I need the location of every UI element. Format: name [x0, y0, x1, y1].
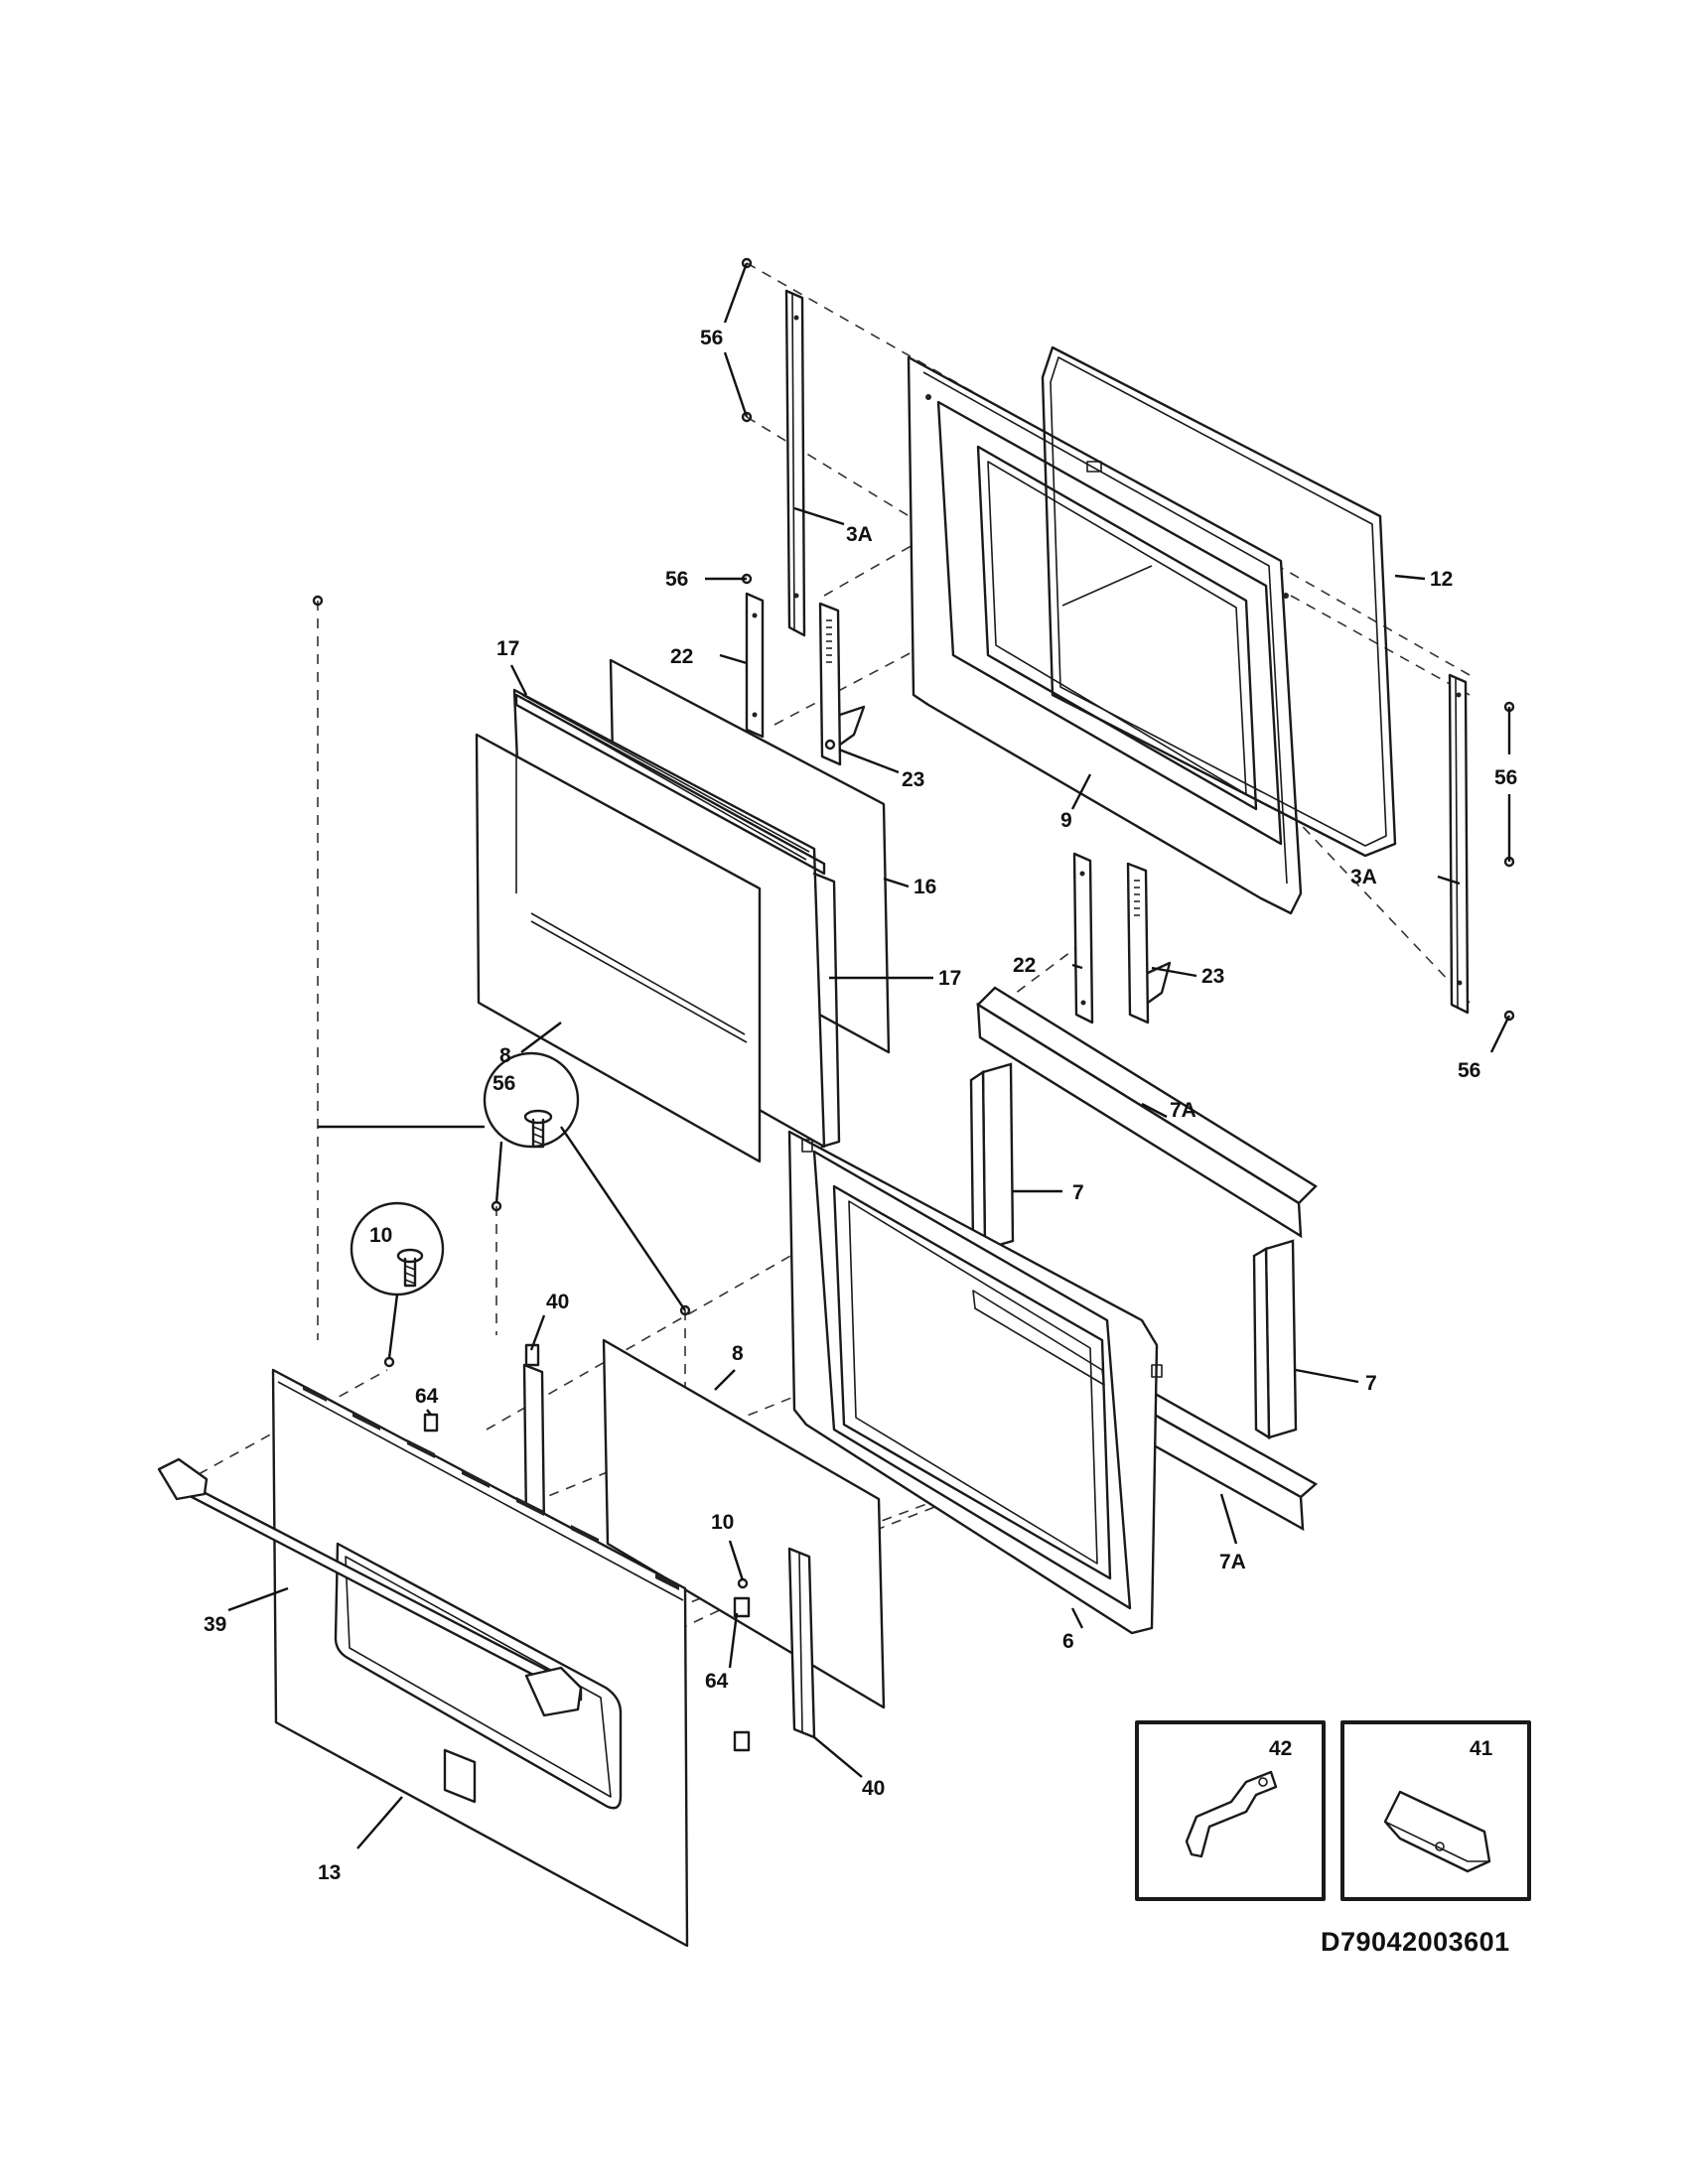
handle-bracket-part-40-bottom — [787, 1547, 816, 1739]
drawing-code: D79042003601 — [1321, 1927, 1510, 1957]
callout-3a-left: 3A — [846, 523, 873, 546]
door-frame-part-6 — [787, 1130, 1163, 1635]
outer-door-panel-part-13 — [271, 1368, 689, 1948]
callout-10-bubble: 10 — [369, 1224, 392, 1247]
door-gasket-frame-part-12 — [1041, 345, 1397, 858]
callout-42: 42 — [1269, 1737, 1292, 1760]
callout-12: 12 — [1430, 568, 1453, 591]
vent-slots — [303, 1385, 679, 1590]
hinge-part-23-right — [1126, 862, 1172, 1024]
callout-23-left: 23 — [902, 768, 924, 791]
insulation-part-7-upper — [969, 1062, 1015, 1251]
callout-8-glass: 8 — [499, 1044, 511, 1067]
callout-40-bottom: 40 — [862, 1777, 885, 1800]
callout-6: 6 — [1062, 1630, 1074, 1653]
callout-64-top: 64 — [415, 1385, 439, 1408]
callout-7a-top: 7A — [1170, 1099, 1196, 1122]
callout-41: 41 — [1470, 1737, 1493, 1760]
hinge-channel-part-3a-left — [784, 289, 806, 637]
callout-7a-bottom: 7A — [1219, 1551, 1246, 1573]
leader-lines — [227, 262, 1511, 1849]
screw-56-top-icon — [741, 257, 753, 585]
callout-39: 39 — [204, 1613, 226, 1636]
callout-56-top: 56 — [700, 327, 723, 349]
callout-56-bubble: 56 — [492, 1072, 515, 1095]
outer-glass-part-8-top — [475, 733, 762, 1163]
callout-56-bottom-right: 56 — [1458, 1059, 1480, 1082]
callout-56-right: 56 — [1494, 766, 1517, 789]
callout-22-left: 22 — [670, 645, 693, 668]
callout-22-right: 22 — [1013, 954, 1036, 977]
callout-56-mid: 56 — [665, 568, 688, 591]
callout-8-lower: 8 — [732, 1342, 744, 1365]
glass-part-8-lower — [602, 1338, 886, 1709]
callout-9: 9 — [1060, 809, 1072, 832]
inset-box-part-42 — [1135, 1720, 1326, 1901]
door-handle-part-39 — [157, 1457, 583, 1717]
callout-40-top: 40 — [546, 1291, 569, 1313]
handle-bracket-part-40-top — [522, 1343, 546, 1531]
hinge-part-23-left — [818, 602, 866, 766]
callout-13: 13 — [318, 1861, 341, 1884]
callout-labels: 56 3A 56 17 22 12 23 16 9 56 3A 17 22 23… — [204, 327, 1517, 1884]
callout-17-bottom: 17 — [938, 967, 961, 990]
hinge-support-part-22-left — [745, 592, 765, 739]
callout-16: 16 — [914, 876, 936, 898]
inset-box-part-41 — [1340, 1720, 1531, 1901]
callout-7-right: 7 — [1365, 1372, 1377, 1395]
callout-64-bottom: 64 — [705, 1670, 729, 1693]
callout-10-lower: 10 — [711, 1511, 734, 1534]
screw-10-bubble — [350, 1201, 445, 1297]
door-liner-part-9 — [907, 355, 1303, 915]
insulation-part-7a-top — [976, 986, 1318, 1239]
hinge-support-part-22-right — [1072, 852, 1094, 1024]
callout-7-upper: 7 — [1072, 1181, 1084, 1204]
callout-17-top: 17 — [496, 637, 519, 660]
callout-23-right: 23 — [1201, 965, 1224, 988]
screw-56-bubble — [483, 1051, 580, 1149]
callout-3a-right: 3A — [1350, 866, 1377, 888]
insulation-part-7-right — [1252, 1239, 1298, 1440]
hinge-channel-part-3a-right — [1448, 673, 1470, 1015]
